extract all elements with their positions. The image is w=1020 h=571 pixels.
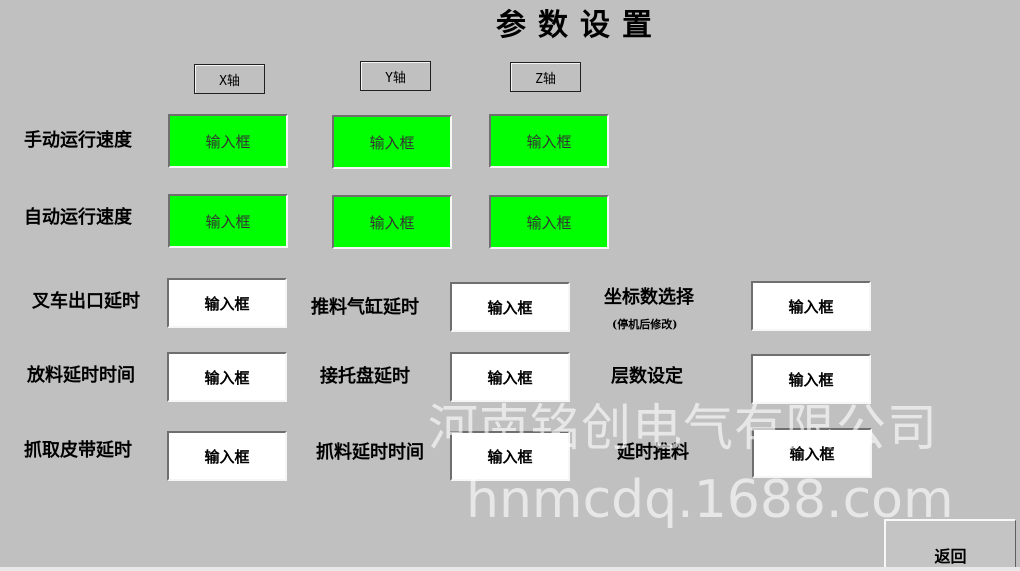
manual-speed-y-input[interactable]: 输入框 [332,115,452,169]
belt-grab-delay-input[interactable]: 输入框 [167,431,287,481]
manual-speed-x-input[interactable]: 输入框 [168,114,288,168]
auto-speed-y-input[interactable]: 输入框 [332,195,452,249]
layer-setting-label: 层数设定 [611,366,683,387]
axis-header-x: X轴 [194,64,265,94]
discharge-delay-label: 放料延时时间 [27,365,135,386]
axis-header-y: Y轴 [360,61,431,91]
tray-delay-input[interactable]: 输入框 [450,352,570,402]
auto-speed-x-input[interactable]: 输入框 [168,194,288,248]
coordinate-select-input[interactable]: 输入框 [751,281,871,331]
bottom-edge-bar [0,567,1020,571]
auto-speed-z-input[interactable]: 输入框 [489,195,609,249]
page-title: 参数设置 [496,8,664,43]
grab-delay-time-input[interactable]: 输入框 [450,431,570,481]
coordinate-select-note: (停机后修改) [612,318,678,331]
discharge-delay-input[interactable]: 输入框 [167,352,287,402]
auto-speed-label: 自动运行速度 [24,207,132,228]
fork-exit-delay-input[interactable]: 输入框 [167,278,287,328]
grab-delay-time-label: 抓料延时时间 [316,442,424,463]
return-button[interactable]: 返回 [884,519,1016,571]
push-cylinder-delay-label: 推料气缸延时 [311,297,419,318]
layer-setting-input[interactable]: 输入框 [751,354,871,404]
axis-header-z: Z轴 [510,62,581,92]
delay-push-input[interactable]: 输入框 [752,428,872,478]
manual-speed-z-input[interactable]: 输入框 [489,114,609,168]
delay-push-label: 延时推料 [617,442,689,463]
manual-speed-label: 手动运行速度 [24,130,132,151]
push-cylinder-delay-input[interactable]: 输入框 [450,282,570,332]
belt-grab-delay-label: 抓取皮带延时 [24,440,132,461]
tray-delay-label: 接托盘延时 [320,366,410,387]
coordinate-select-label: 坐标数选择 [604,287,694,308]
fork-exit-delay-label: 叉车出口延时 [32,291,140,312]
